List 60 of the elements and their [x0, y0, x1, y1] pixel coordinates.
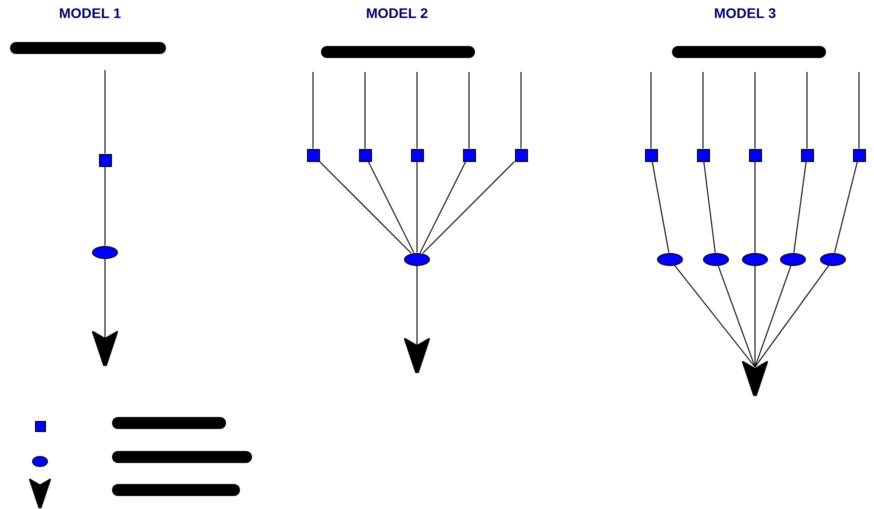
model-title: MODEL 3 [714, 6, 776, 20]
connector-line [650, 72, 652, 149]
connector-line [754, 72, 756, 149]
redacted-bar [112, 417, 226, 429]
square-marker [800, 148, 814, 162]
square-marker [748, 148, 762, 162]
ellipse-marker [657, 252, 683, 266]
connector-line [674, 264, 756, 368]
arrowhead-marker [742, 359, 768, 397]
square-marker [410, 148, 424, 162]
connector-line [754, 264, 830, 368]
square-marker [306, 148, 320, 162]
connector-line [858, 72, 860, 149]
connector-line [754, 161, 756, 253]
connector-line [754, 264, 792, 368]
connector-line [319, 161, 412, 254]
ellipse-marker [703, 252, 729, 266]
connector-line [754, 265, 756, 368]
connector-line [468, 72, 470, 149]
square-marker [852, 148, 866, 162]
arrowhead-marker [29, 477, 51, 509]
square-marker [462, 148, 476, 162]
ellipse-marker [780, 252, 806, 266]
connector-line [416, 161, 418, 253]
connector-line [104, 70, 106, 154]
square-marker [514, 148, 528, 162]
redacted-bar [321, 46, 475, 58]
connector-line [652, 161, 670, 254]
connector-line [520, 72, 522, 149]
square-marker [696, 148, 710, 162]
ellipse-marker [92, 246, 118, 258]
ellipse-marker [820, 252, 846, 266]
ellipse-marker [32, 456, 48, 466]
redacted-bar [672, 46, 826, 58]
connector-line [312, 72, 314, 149]
connector-line [702, 72, 704, 149]
connector-line [422, 161, 515, 254]
redacted-bar [10, 42, 166, 54]
arrowhead-marker [404, 337, 430, 373]
connector-line [806, 72, 808, 149]
connector-line [104, 166, 106, 246]
connector-line [718, 264, 756, 368]
square-marker [98, 154, 112, 166]
redacted-bar [112, 484, 240, 496]
ellipse-marker [404, 252, 430, 266]
square-marker [358, 148, 372, 162]
model-title: MODEL 1 [59, 6, 121, 20]
square-marker [644, 148, 658, 162]
connector-line [793, 161, 807, 254]
redacted-bar [112, 451, 252, 463]
connector-line [416, 72, 418, 149]
arrowhead-marker [92, 330, 118, 366]
square-marker [34, 420, 46, 432]
connector-line [834, 161, 858, 254]
model-title: MODEL 2 [366, 6, 428, 20]
connector-line [364, 72, 366, 149]
connector-line [368, 161, 414, 254]
ellipse-marker [742, 252, 768, 266]
connector-line [703, 161, 716, 254]
connector-line [420, 161, 466, 254]
